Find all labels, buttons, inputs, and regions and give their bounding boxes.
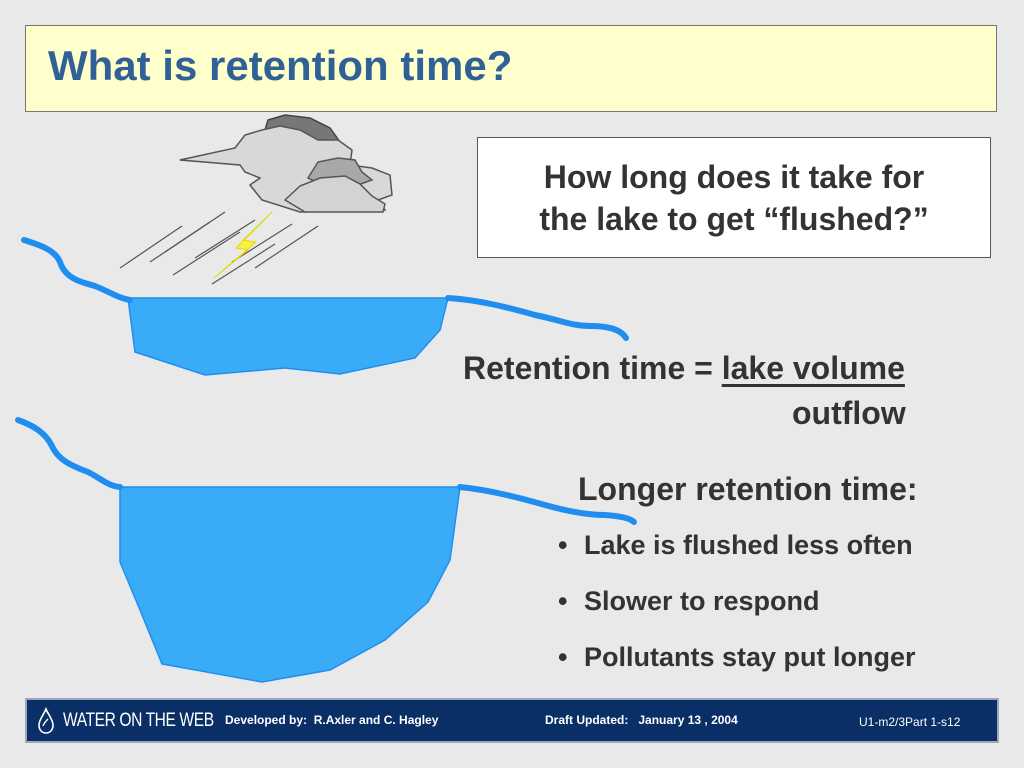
lake-illustration (15, 114, 637, 683)
slide-title: What is retention time? (48, 42, 513, 89)
water-on-the-web-logo: WATER ON THE WEB (35, 706, 247, 736)
list-item: •Slower to respond (558, 586, 820, 616)
shallow-lake-left-shore (21, 237, 133, 303)
bullet-dot: • (558, 530, 568, 560)
lightning-icon (213, 211, 273, 279)
list-item: •Pollutants stay put longer (558, 642, 916, 672)
question-box: How long does it take for the lake to ge… (477, 137, 991, 258)
bullet-dot: • (558, 642, 568, 672)
draft-updated: Draft Updated: January 13 , 2004 (545, 713, 738, 727)
logo-text: WATER ON THE WEB (63, 710, 214, 731)
slide-id: U1-m2/3Part 1-s12 (859, 715, 961, 729)
formula-numerator: lake volume (721, 350, 905, 386)
shallow-lake-water (127, 297, 449, 376)
developed-by: Developed by: R.Axler and C. Hagley (225, 713, 439, 727)
rain-streaks (119, 211, 319, 285)
retention-formula: Retention time = lake volume (463, 350, 905, 387)
deep-lake-left-shore (15, 417, 123, 490)
shallow-lake-right-shore (445, 295, 629, 341)
title-banner: What is retention time? (25, 25, 997, 112)
question-line-2: the lake to get “flushed?” (539, 200, 929, 237)
formula-denominator: outflow (792, 395, 906, 431)
water-drop-logo-icon (38, 707, 54, 734)
longer-retention-list: •Lake is flushed less often •Slower to r… (558, 530, 916, 698)
storm-cloud-icon (179, 114, 393, 213)
bullet-dot: • (558, 586, 568, 616)
deep-lake-water (119, 486, 461, 683)
longer-retention-heading: Longer retention time: (578, 471, 918, 507)
deep-lake-right-shore (457, 484, 637, 525)
list-item: •Lake is flushed less often (558, 530, 913, 560)
formula-label: Retention time = (463, 350, 722, 386)
footer-bar: WATER ON THE WEB Developed by: R.Axler a… (25, 698, 999, 743)
question-line-1: How long does it take for (543, 158, 925, 195)
